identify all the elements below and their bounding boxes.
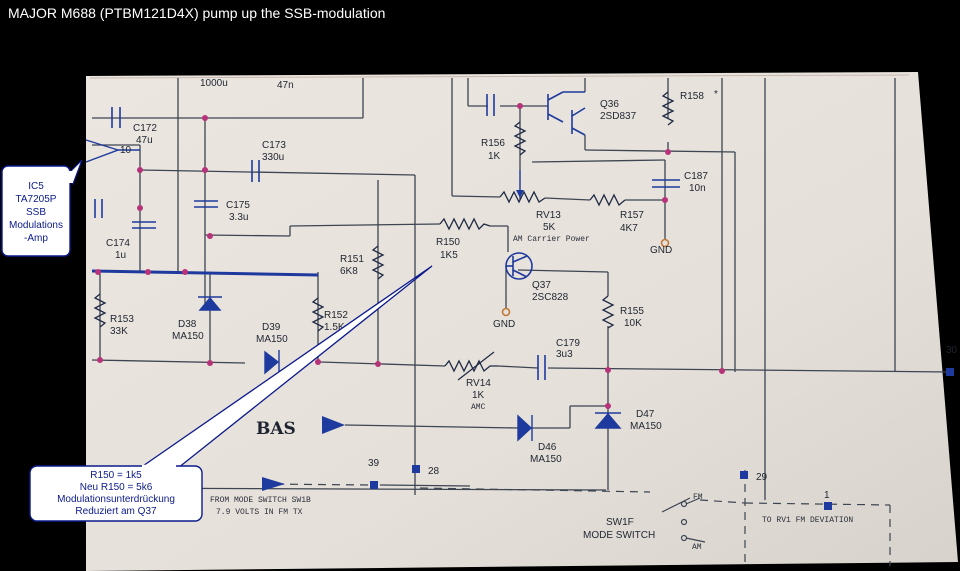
c174-value: 1u [115, 250, 126, 261]
pin-39: 39 [368, 458, 380, 469]
callout-r150-line3: Modulationsunterdrückung [57, 494, 175, 505]
d47-ref: D47 [636, 409, 655, 420]
c179-ref: C179 [556, 338, 580, 349]
fm-label: FM [693, 493, 703, 502]
r153-value: 33K [110, 326, 128, 337]
paper-sheet [86, 72, 958, 571]
c173-ref: C173 [262, 140, 286, 151]
bas-arrow [322, 416, 345, 434]
pin-28: 28 [428, 466, 440, 477]
callout-r150-line1: R150 = 1k5 [90, 470, 142, 481]
d46-diode [517, 414, 533, 442]
mode-arrow [262, 477, 285, 491]
callout-ic5: IC5 TA7205P SSB Modulations -Amp [1, 159, 83, 257]
d39-ref: D39 [262, 322, 281, 333]
q36-transistor [547, 91, 586, 136]
c172-value: 47u [136, 135, 153, 146]
q37-transistor [505, 252, 533, 280]
c175-ref: C175 [226, 200, 250, 211]
arrows [262, 416, 345, 491]
rv13-wiper [516, 190, 524, 198]
rv14-arrow [457, 351, 495, 381]
mode-note-line2: 7.9 VOLTS IN FM TX [216, 508, 303, 517]
d47-value: MA150 [630, 421, 662, 432]
c174-ref: C174 [106, 238, 130, 249]
sw1f-switch [661, 497, 706, 543]
d47-diode [594, 412, 622, 429]
resistors [93, 91, 675, 373]
r155-value: 10K [624, 318, 642, 329]
video-title: MAJOR M688 (PTBM121D4X) pump up the SSB-… [8, 5, 386, 21]
r158-value: * [714, 89, 718, 100]
nodes [95, 103, 725, 409]
sw1f-ref: SW1F [606, 517, 634, 528]
component-labels: 1000u 47n C172 47u 10 C173 330u C175 3.3… [106, 78, 958, 552]
rv14-value: 1K [472, 390, 485, 401]
rv14-ref: RV14 [466, 378, 491, 389]
c175-value: 3.3u [229, 212, 248, 223]
rv14-note: AMC [471, 403, 486, 412]
r158-ref: R158 [680, 91, 704, 102]
c173-value: 330u [262, 152, 284, 163]
rv13-value: 5K [543, 222, 556, 233]
sheet-border [89, 74, 910, 79]
am-label: AM [692, 543, 702, 552]
mode-note-line1: FROM MODE SWITCH SW1B [210, 496, 311, 505]
r152-value: 1.5K [324, 322, 345, 333]
d39-diode [264, 350, 280, 375]
r150-value: 1K5 [440, 250, 458, 261]
r156-ref: R156 [481, 138, 505, 149]
q37-value: 2SC828 [532, 292, 569, 303]
c179-value: 3u3 [556, 349, 573, 360]
q36-value: 2SD837 [600, 111, 637, 122]
c-top-value: 1000u [200, 78, 228, 89]
sw1f-value: MODE SWITCH [583, 530, 655, 541]
capacitors [94, 94, 680, 380]
callout-r150-line4: Reduziert am Q37 [75, 506, 157, 517]
rv13-note: AM Carrier Power [513, 235, 590, 244]
d38-diode [198, 296, 222, 311]
pin-1: 1 [824, 490, 830, 501]
d46-value: MA150 [530, 454, 562, 465]
r157-value: 4K7 [620, 223, 638, 234]
bas-label: BAS [256, 419, 296, 439]
pin-30: 30 [946, 345, 958, 356]
connector-pins [370, 368, 954, 510]
supply-bus [91, 269, 319, 277]
d46-ref: D46 [538, 442, 557, 453]
d38-ref: D38 [178, 319, 197, 330]
r151-value: 6K8 [340, 266, 358, 277]
diodes [198, 296, 622, 442]
callout-ic5-line4: Modulations [9, 220, 63, 231]
callout-ic5-line2: TA7205P [16, 194, 57, 205]
r151-ref: R151 [340, 254, 364, 265]
c-47n-value: 47n [277, 80, 294, 91]
q37-ref: Q37 [532, 280, 551, 291]
r152-ref: R152 [324, 310, 348, 321]
d38-value: MA150 [172, 331, 204, 342]
r153-ref: R153 [110, 314, 134, 325]
gnd-label-left: GND [493, 319, 515, 330]
callout-ic5-line3: SSB [26, 207, 46, 218]
r157-ref: R157 [620, 210, 644, 221]
gnd-label-right: GND [650, 245, 672, 256]
c187-value: 10n [689, 183, 706, 194]
callout-r150: R150 = 1k5 Neu R150 = 5k6 Modulationsunt… [29, 265, 433, 522]
c187-ref: C187 [684, 171, 708, 182]
r155-ref: R155 [620, 306, 644, 317]
r150-ref: R150 [436, 237, 460, 248]
c172-ref: C172 [133, 123, 157, 134]
d39-value: MA150 [256, 334, 288, 345]
pin-10: 10 [120, 145, 132, 156]
rv13-ref: RV13 [536, 210, 561, 221]
pin-29: 29 [756, 472, 768, 483]
q36-ref: Q36 [600, 99, 619, 110]
r156-value: 1K [488, 151, 501, 162]
gnd-terminals [501, 238, 670, 317]
callout-ic5-line5: -Amp [24, 233, 48, 244]
callout-r150-line2: Neu R150 = 5k6 [80, 482, 153, 493]
callout-ic5-line1: IC5 [28, 181, 44, 192]
rv1-note: TO RV1 FM DEVIATION [762, 516, 853, 525]
